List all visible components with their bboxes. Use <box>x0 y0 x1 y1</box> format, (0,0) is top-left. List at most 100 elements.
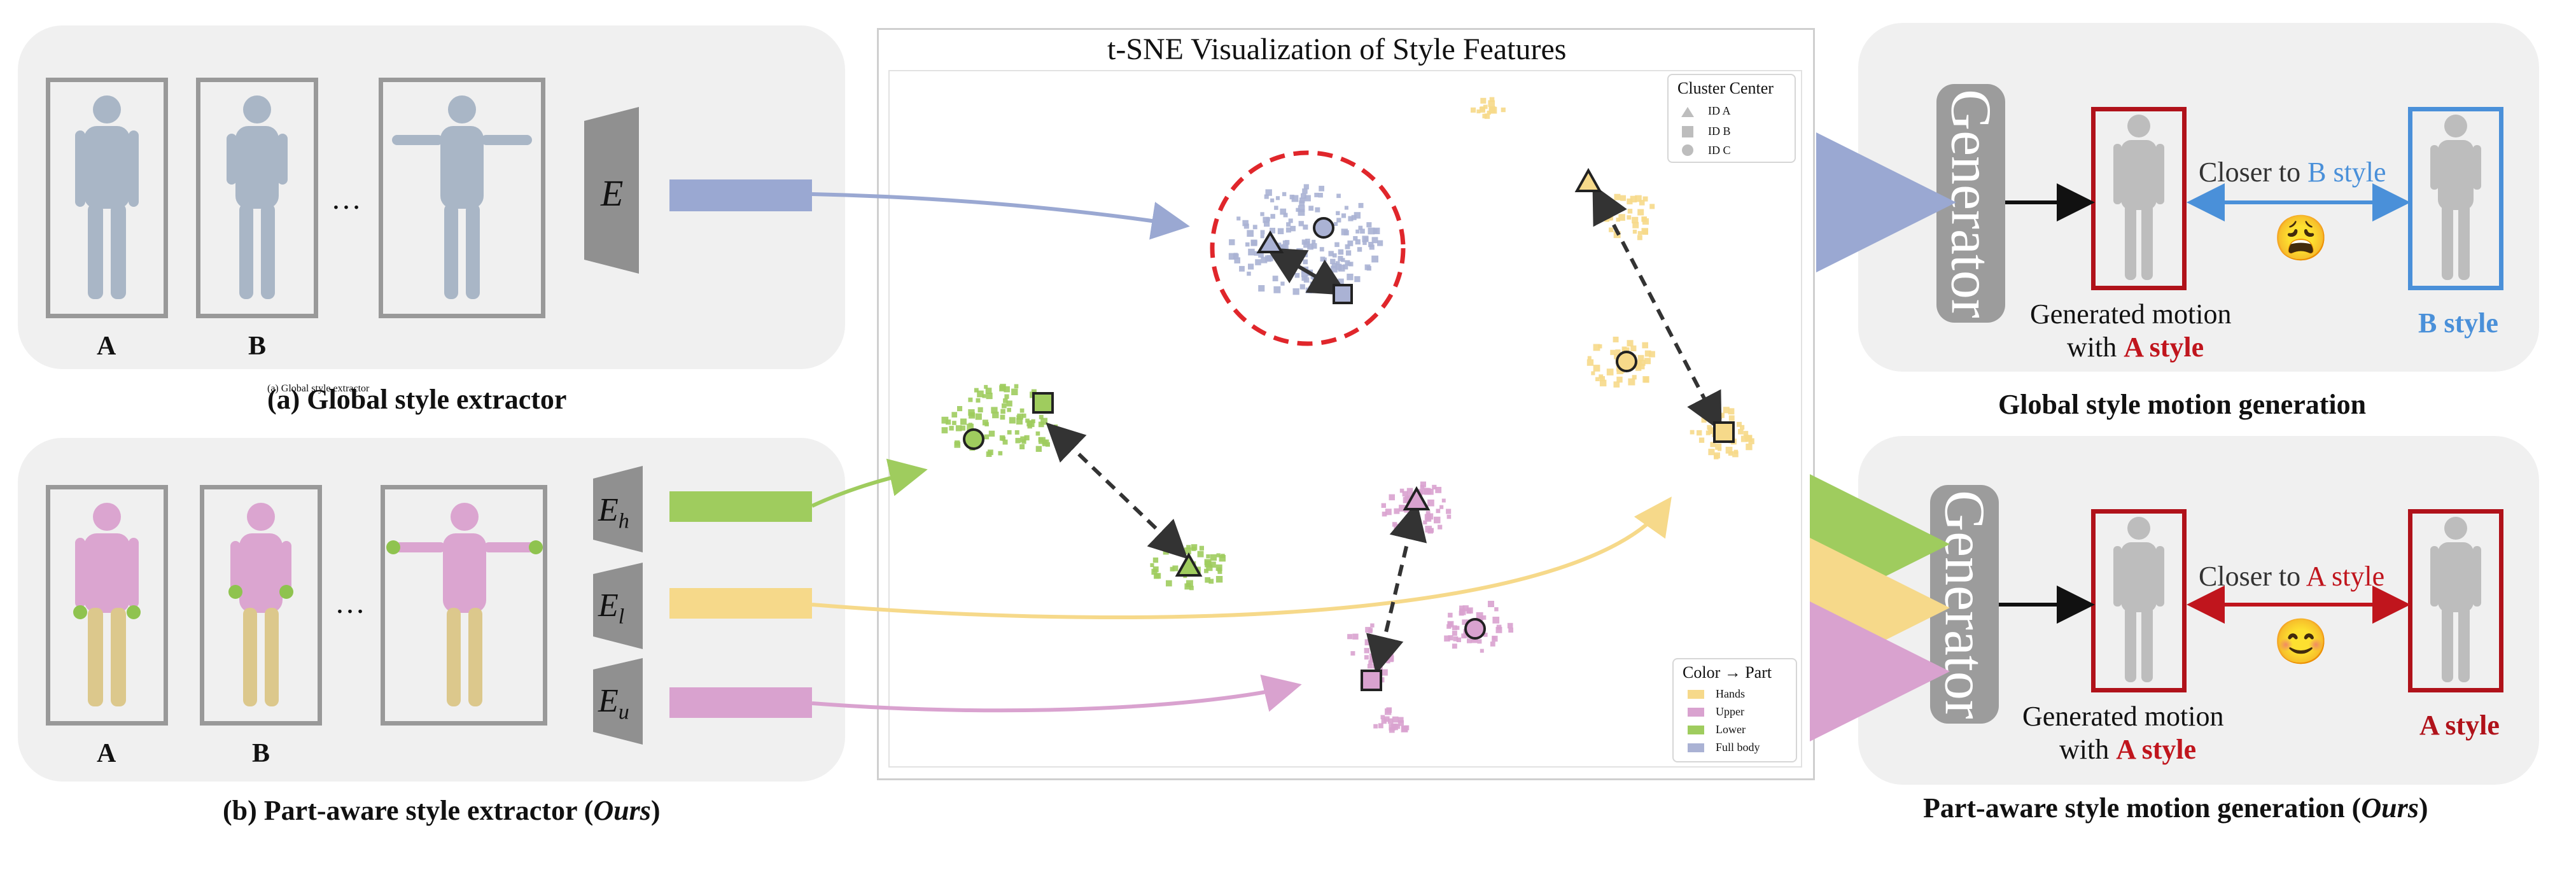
scatter-point <box>1382 503 1386 508</box>
scatter-point <box>1378 723 1383 728</box>
scatter-point <box>970 412 975 417</box>
upper-encoder-label: Eu <box>598 682 629 724</box>
color-legend: Color → Part Hands Upper Lower Full body <box>1672 658 1797 762</box>
scatter-point <box>1288 251 1294 257</box>
scatter-point <box>988 449 993 455</box>
scatter-point <box>1373 724 1378 729</box>
scatter-point <box>1281 262 1287 268</box>
scatter-point <box>1198 551 1204 558</box>
scatter-point <box>1278 228 1284 235</box>
scatter-point <box>1628 379 1635 386</box>
scatter-point <box>1020 437 1026 442</box>
scatter-point <box>978 407 983 412</box>
scatter-point <box>1492 617 1499 624</box>
scatter-point <box>1189 586 1194 591</box>
part-emoji: 😊 <box>2273 616 2328 668</box>
scatter-point <box>1320 256 1326 262</box>
scatter-point <box>1714 454 1719 460</box>
lower-feature-arrow <box>812 503 1667 617</box>
scatter-point <box>1305 195 1311 202</box>
scatter-point <box>1389 657 1394 663</box>
global-emoji: 😩 <box>2273 213 2328 265</box>
scatter-point <box>1338 249 1344 255</box>
scatter-point <box>1367 266 1371 270</box>
scatter-point <box>1593 365 1600 372</box>
scatter-point <box>1286 227 1291 232</box>
scatter-point <box>1260 212 1264 216</box>
global-gen-motion-line1: Generated motion <box>2030 298 2231 330</box>
scatter-point <box>1365 639 1371 645</box>
scatter-point <box>1347 241 1353 246</box>
scatter-point <box>1371 256 1378 263</box>
scatter-point <box>1371 641 1375 645</box>
scatter-point <box>1599 374 1603 379</box>
part-figures <box>73 503 543 706</box>
scatter-point <box>1616 218 1620 221</box>
scatter-point <box>1427 500 1434 507</box>
scatter-points <box>942 97 1754 733</box>
scatter-point <box>969 423 972 426</box>
scatter-point <box>1391 724 1398 731</box>
scatter-point <box>1729 416 1735 421</box>
scatter-point <box>1319 193 1323 197</box>
shape-legend-item-a: ID A <box>1708 104 1731 118</box>
scatter-point <box>1004 386 1010 393</box>
scatter-point <box>1341 213 1346 218</box>
scatter-point <box>1372 237 1378 243</box>
scatter-point <box>1480 98 1486 104</box>
scatter-point <box>1217 553 1221 557</box>
scatter-point <box>1633 230 1637 234</box>
scatter-point <box>1369 628 1373 632</box>
global-ref-label: B style <box>2418 307 2498 339</box>
color-legend-upper: Upper <box>1716 705 1744 719</box>
scatter-point <box>1007 430 1012 435</box>
scatter-point <box>1319 186 1324 192</box>
lower-center-b <box>1033 393 1053 412</box>
scatter-point <box>1436 509 1441 514</box>
scatter-point <box>1205 559 1211 565</box>
scatter-point <box>1362 241 1367 245</box>
hands-feature-bar <box>669 491 812 522</box>
scatter-point <box>1206 554 1210 558</box>
scatter-point <box>1690 430 1695 435</box>
shape-legend-item-b: ID B <box>1708 125 1731 138</box>
scatter-point <box>1019 444 1025 449</box>
scatter-point <box>1000 409 1005 414</box>
scatter-point <box>1303 252 1308 257</box>
scatter-point <box>1359 203 1364 208</box>
scatter-point <box>1300 284 1305 290</box>
upper-center-c <box>1466 619 1485 638</box>
scatter-point <box>1210 554 1217 561</box>
scatter-point <box>1434 517 1441 524</box>
scatter-point <box>1488 601 1494 607</box>
scatter-point <box>1025 419 1030 423</box>
scatter-point <box>1186 545 1191 549</box>
scatter-point <box>1708 449 1714 455</box>
scatter-point <box>1415 523 1421 529</box>
scatter-point <box>1011 389 1018 395</box>
scatter-point <box>1649 204 1655 209</box>
scatter-point <box>1492 636 1497 642</box>
scatter-point <box>1310 281 1316 287</box>
scatter-point <box>1276 196 1280 200</box>
scatter-point <box>1747 435 1752 440</box>
scatter-point <box>1364 237 1369 241</box>
scatter-point <box>1210 561 1216 568</box>
scatter-point <box>1204 569 1208 573</box>
scatter-point <box>1587 360 1593 366</box>
scatter-point <box>1600 380 1607 387</box>
scatter-point <box>1153 558 1158 563</box>
scatter-point <box>1480 107 1485 113</box>
color-legend-lower: Lower <box>1716 723 1746 736</box>
scatter-point <box>1334 242 1340 248</box>
scatter-point <box>1403 491 1408 497</box>
scatter-point <box>1425 526 1432 533</box>
scatter-point <box>1036 446 1042 452</box>
scatter-point <box>1221 554 1225 558</box>
scatter-point <box>1497 625 1502 630</box>
scatter-point <box>949 426 953 430</box>
scatter-point <box>1613 205 1620 211</box>
scatter-point <box>1354 276 1360 282</box>
scatter-point <box>1292 195 1299 202</box>
scatter-point <box>1248 263 1254 269</box>
